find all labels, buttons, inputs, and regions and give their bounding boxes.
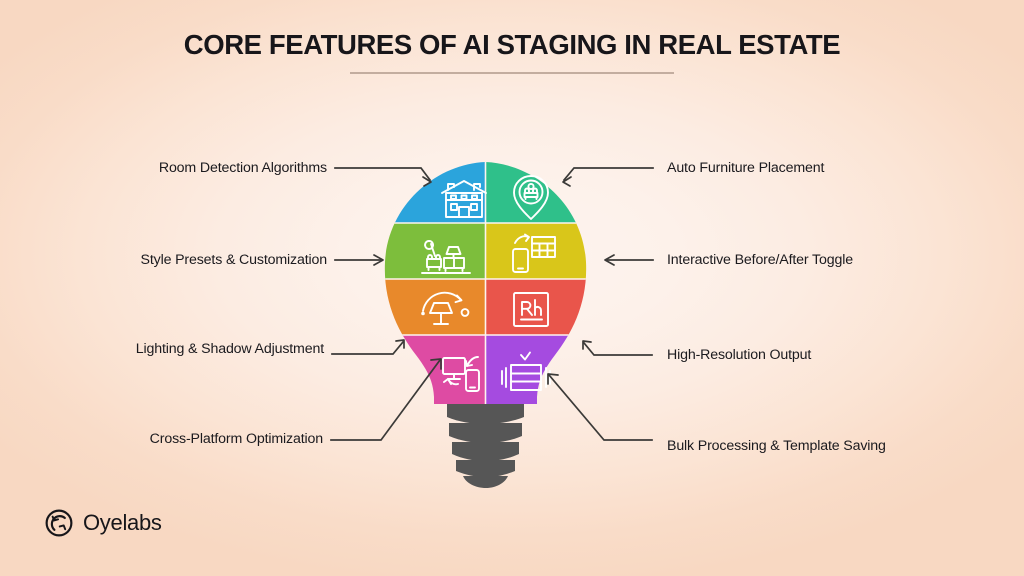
house-building-icon: [441, 180, 487, 218]
label-cross-platform-optimization[interactable]: Cross-Platform Optimization: [149, 431, 323, 447]
segment-lighting-shadow-adjustment[interactable]: [380, 279, 486, 335]
monitor-mobile-sync-icon: [442, 356, 480, 392]
label-auto-furniture-placement[interactable]: Auto Furniture Placement: [667, 160, 825, 176]
segment-dividers: [384, 162, 587, 404]
lamp-shadow-arc-icon: [421, 291, 470, 325]
segment-style-presets-customization[interactable]: [380, 223, 486, 279]
brand-name: Oyelabs: [83, 510, 162, 535]
device-swap-grid-icon: [512, 233, 556, 273]
brand-logo[interactable]: Oyelabs: [44, 508, 162, 538]
label-room-detection-algorithms[interactable]: Room Detection Algorithms: [158, 160, 327, 176]
label-lighting-shadow-adjustment[interactable]: Lighting & Shadow Adjustment: [135, 341, 324, 357]
segment-auto-furniture-placement[interactable]: [485, 155, 592, 223]
resolution-rh-badge-icon: [513, 292, 549, 327]
label-style-presets-customization[interactable]: Style Presets & Customization: [140, 252, 328, 268]
oyelabs-swirl-icon: [45, 509, 73, 537]
living-room-furniture-icon: [421, 240, 471, 274]
label-interactive-before-after-toggle[interactable]: Interactive Before/After Toggle: [667, 252, 853, 268]
title-underline-rule: [350, 72, 674, 75]
page-title: CORE FEATURES OF AI STAGING IN REAL ESTA…: [183, 29, 841, 60]
bulb-screw-base: [447, 404, 524, 488]
location-pin-sofa-icon: [513, 175, 549, 220]
label-bulk-processing-template-saving[interactable]: Bulk Processing & Template Saving: [667, 438, 886, 454]
title-block: CORE FEATURES OF AI STAGING IN REAL ESTA…: [0, 29, 1024, 75]
label-high-resolution-output[interactable]: High-Resolution Output: [667, 347, 812, 363]
segment-cross-platform-optimization[interactable]: [380, 335, 486, 410]
